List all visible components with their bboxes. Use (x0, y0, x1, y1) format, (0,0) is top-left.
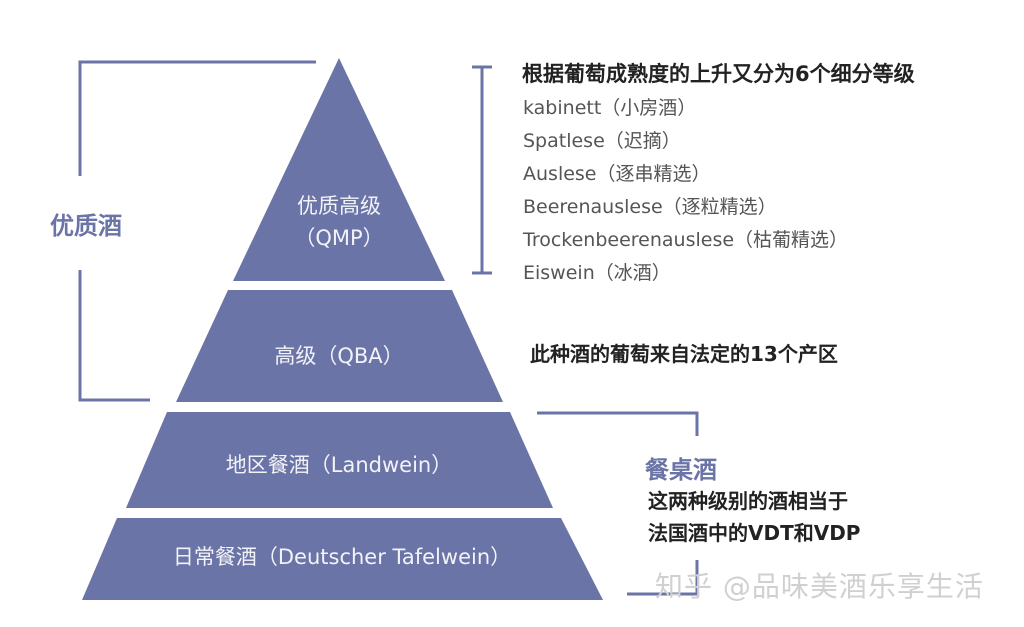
table-wine-bracket (537, 411, 699, 596)
table-wine-note-line2: 法国酒中的VDT和VDP (648, 521, 861, 545)
tier-qmp-code: （QMP） (294, 226, 384, 250)
tier-qmp-label: 优质高级 （QMP） (294, 190, 383, 254)
qba-note: 此种酒的葡萄来自法定的13个产区 (530, 342, 838, 366)
tier-qmp-name: 优质高级 (297, 194, 381, 218)
tier-qba-label: 高级（QBA） (274, 344, 404, 368)
watermark: 知乎 @品味美酒乐享生活 (655, 570, 984, 603)
quality-wine-bracket (78, 60, 316, 402)
tier-landwein-label: 地区餐酒（Landwein） (225, 453, 453, 477)
qmp-heading: 根据葡萄成熟度的上升又分为6个细分等级 (522, 62, 915, 86)
pyramid-tier-tafelwein (82, 518, 603, 600)
pyramid-tier-qmp (233, 58, 445, 281)
subgrade-item: Eiswein（冰酒） (523, 262, 671, 284)
subgrade-item: Beerenauslese（逐粒精选） (523, 196, 777, 218)
table-wine-label: 餐桌酒 (645, 456, 717, 484)
qmp-subgrade-list: kabinett（小房酒） Spatlese（迟摘） Auslese（逐串精选）… (523, 92, 848, 290)
qmp-subgrade-bracket (472, 65, 492, 275)
pyramid-tier-qba (176, 290, 503, 402)
tier-tafelwein-label: 日常餐酒（Deutscher Tafelwein） (172, 545, 512, 569)
pyramid-tier-landwein (126, 412, 553, 508)
subgrade-item: kabinett（小房酒） (523, 97, 697, 119)
subgrade-item: Spatlese（迟摘） (523, 130, 681, 152)
table-wine-note-line1: 这两种级别的酒相当于 (648, 489, 848, 513)
subgrade-item: Auslese（逐串精选） (523, 163, 711, 185)
quality-wine-label: 优质酒 (50, 212, 122, 240)
subgrade-item: Trockenbeerenauslese（枯葡精选） (523, 229, 849, 251)
